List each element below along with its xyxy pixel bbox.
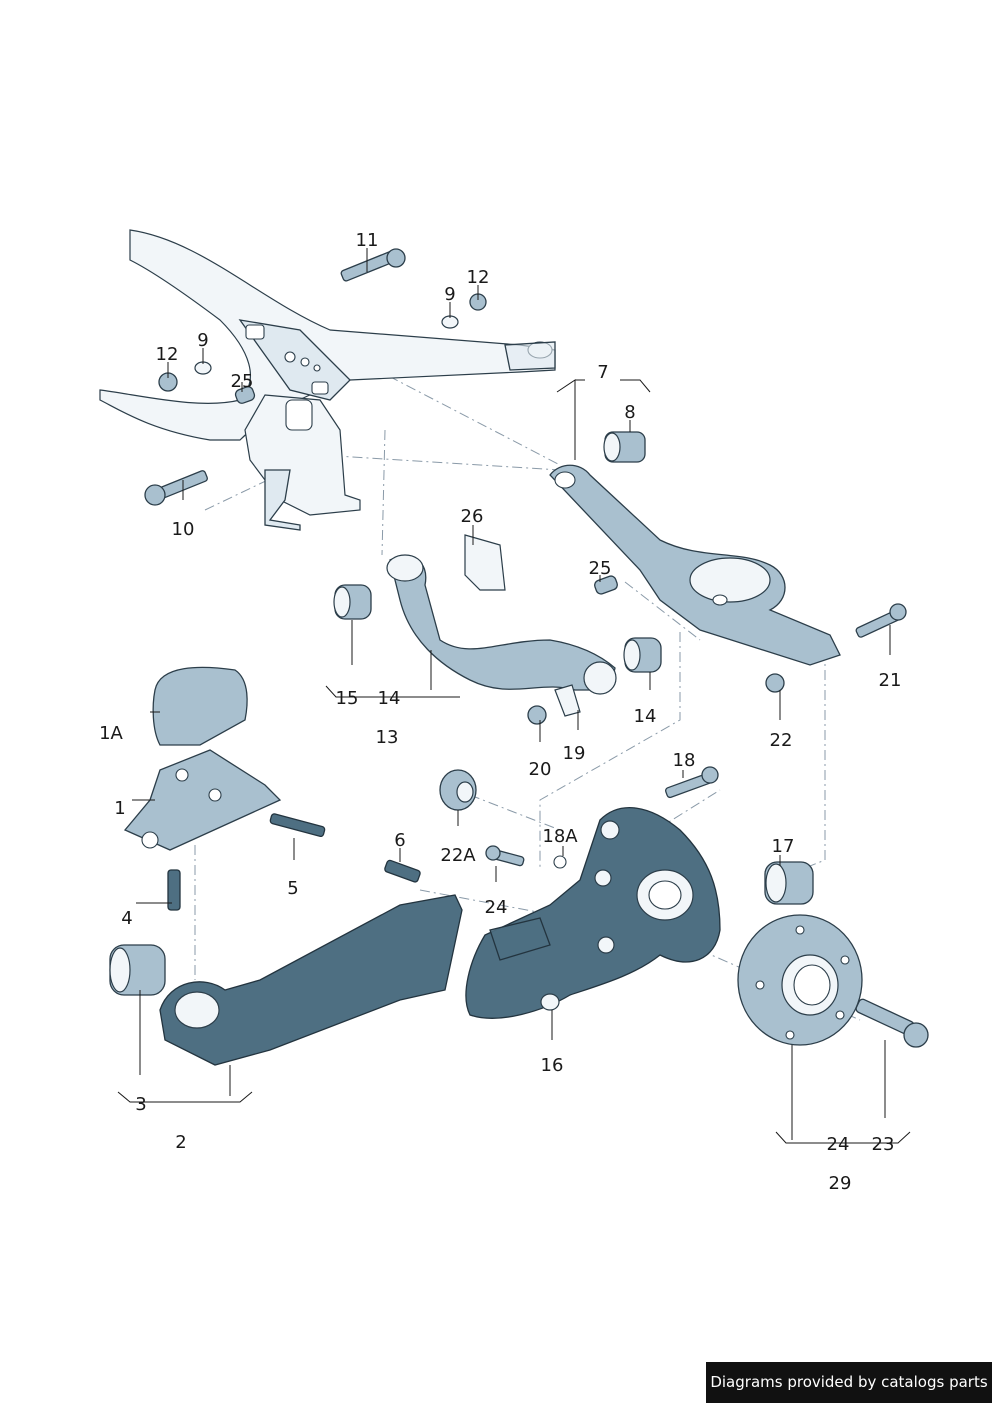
label-1A: 1A [99, 723, 123, 744]
label-25-left: 25 [231, 371, 254, 392]
label-24-middle: 24 [485, 897, 508, 918]
trailing-arm-bracket [123, 666, 326, 911]
label-15: 15 [336, 688, 359, 709]
upper-control-arm [549, 431, 841, 666]
label-14-left: 14 [378, 688, 401, 709]
label-19: 19 [563, 743, 586, 764]
label-6: 6 [394, 830, 405, 851]
label-21: 21 [879, 670, 902, 691]
label-22: 22 [770, 730, 793, 751]
label-9-lower: 9 [197, 330, 208, 351]
leader-lines [117, 248, 911, 1144]
fasteners [144, 248, 907, 869]
credit-banner: Diagrams provided by catalogs parts [706, 1362, 992, 1403]
wheel-carrier [439, 769, 814, 1019]
label-29: 29 [829, 1173, 852, 1194]
part-labels: 11 12 9 9 12 25 10 7 8 26 25 21 15 14 13… [99, 230, 901, 1194]
label-12-upper: 12 [467, 267, 490, 288]
label-14-right: 14 [634, 706, 657, 727]
label-17: 17 [772, 836, 795, 857]
label-20: 20 [529, 759, 552, 780]
label-5: 5 [287, 878, 298, 899]
label-26: 26 [461, 506, 484, 527]
label-22A: 22A [440, 845, 476, 866]
label-23: 23 [872, 1134, 895, 1155]
label-9-upper: 9 [444, 284, 455, 305]
label-3: 3 [135, 1094, 146, 1115]
label-1: 1 [114, 798, 125, 819]
label-10: 10 [172, 519, 195, 540]
rear-subframe [99, 229, 556, 531]
label-18: 18 [673, 750, 696, 771]
label-7: 7 [597, 362, 608, 383]
wheel-hub [737, 914, 929, 1048]
label-24-lower: 24 [827, 1134, 850, 1155]
label-4: 4 [121, 908, 132, 929]
label-25-right: 25 [589, 558, 612, 579]
label-13: 13 [376, 727, 399, 748]
label-2: 2 [175, 1132, 186, 1153]
trailing-arm [109, 859, 463, 1066]
lower-link-arm [333, 534, 662, 695]
label-12-lower: 12 [156, 344, 179, 365]
label-18A: 18A [542, 826, 578, 847]
label-8: 8 [624, 402, 635, 423]
label-11: 11 [356, 230, 379, 251]
label-16: 16 [541, 1055, 564, 1076]
